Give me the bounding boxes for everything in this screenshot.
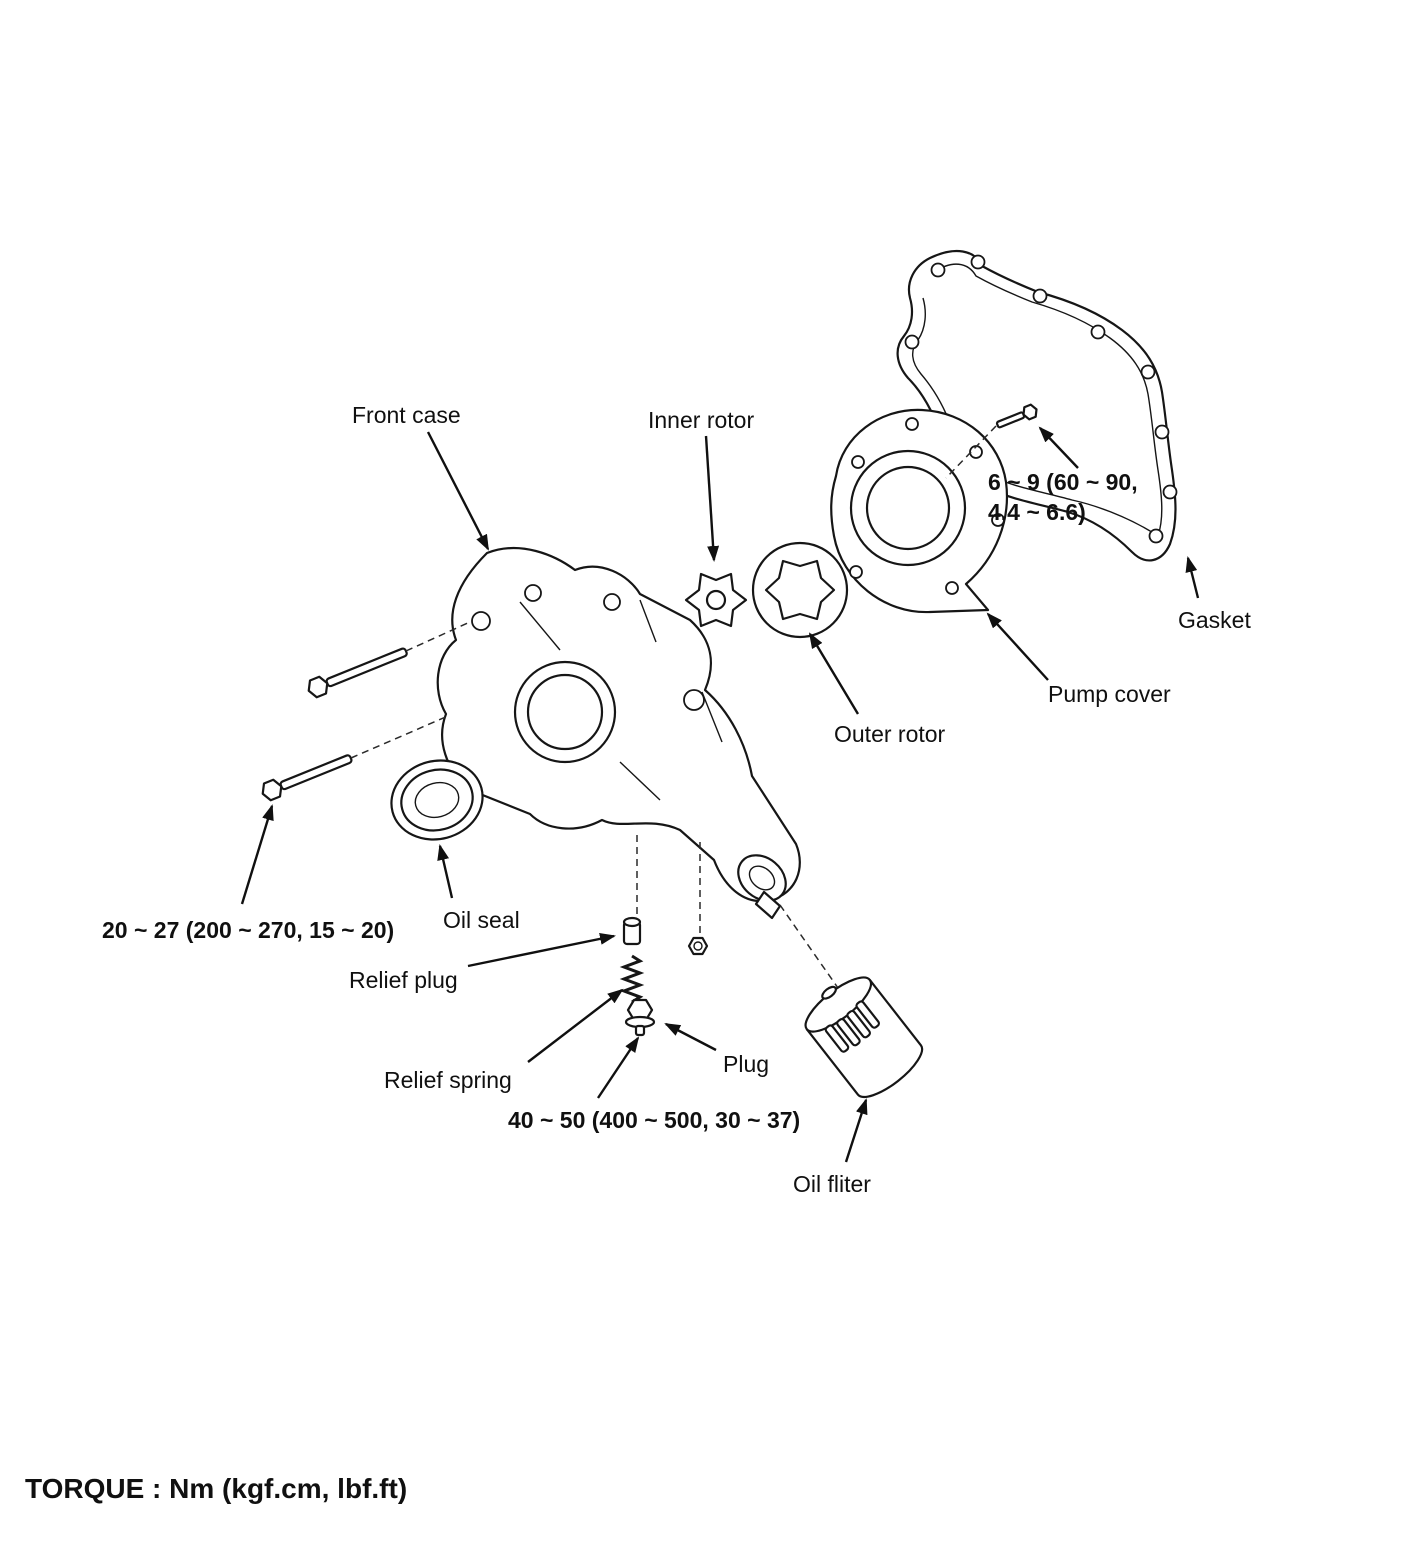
oil-seal-label: Oil seal — [443, 907, 520, 933]
pump-cover-label: Pump cover — [1048, 681, 1171, 707]
front-case-arrow — [426, 431, 490, 551]
oil-seal-part — [390, 759, 484, 841]
inner-rotor-label: Inner rotor — [648, 407, 754, 433]
diagram-labels: Front case Inner rotor 6 ~ 9 (60 ~ 90, 4… — [25, 402, 1251, 1504]
pump-cover-screw-torque-line1: 6 ~ 9 (60 ~ 90, — [988, 469, 1138, 495]
relief-spring-arrow — [527, 988, 624, 1063]
pump-cover-screw-part — [945, 403, 1038, 479]
relief-spring-part — [619, 954, 645, 1004]
pump-cover-screw-torque-arrow — [1038, 426, 1079, 469]
oil-seal-arrow — [437, 844, 454, 899]
relief-spring-label: Relief spring — [384, 1067, 512, 1093]
plug-label: Plug — [723, 1051, 769, 1077]
front-case-bolt-torque: 20 ~ 27 (200 ~ 270, 15 ~ 20) — [102, 917, 394, 943]
torque-unit-note: TORQUE : Nm (kgf.cm, lbf.ft) — [25, 1473, 407, 1504]
parts-artwork — [261, 250, 1178, 1099]
small-nut-part — [687, 936, 709, 956]
plug-torque-arrow — [597, 1036, 640, 1099]
front-case-bolt-lower-part — [261, 715, 449, 802]
front-case-bolt-torque-arrow — [240, 804, 274, 905]
plug-torque: 40 ~ 50 (400 ~ 500, 30 ~ 37) — [508, 1107, 800, 1133]
outer-rotor-part — [751, 541, 849, 639]
gasket-label: Gasket — [1178, 607, 1251, 633]
pump-cover-screw-torque-line2: 4.4 ~ 6.6) — [988, 499, 1086, 525]
outer-rotor-arrow — [808, 632, 860, 715]
relief-plug-label: Relief plug — [349, 967, 458, 993]
pump-cover-arrow — [986, 612, 1049, 681]
relief-plug-part — [622, 916, 642, 946]
front-case-part — [436, 547, 839, 989]
relief-plug-arrow — [467, 932, 616, 968]
plug-arrow — [664, 1022, 717, 1052]
oil-filter-label: Oil fliter — [793, 1171, 871, 1197]
outer-rotor-label: Outer rotor — [834, 721, 946, 747]
inner-rotor-arrow — [704, 435, 720, 562]
pump-cover-part — [830, 408, 1008, 614]
front-case-bolt-upper-part — [307, 621, 471, 699]
oil-filter-arrow — [844, 1098, 868, 1163]
gasket-part — [896, 250, 1178, 562]
front-case-label: Front case — [352, 402, 461, 428]
plug-part — [624, 998, 656, 1037]
leader-arrows — [240, 426, 1200, 1163]
gasket-arrow — [1185, 556, 1200, 599]
oil-filter-part — [804, 976, 924, 1099]
inner-rotor-part — [684, 572, 748, 628]
